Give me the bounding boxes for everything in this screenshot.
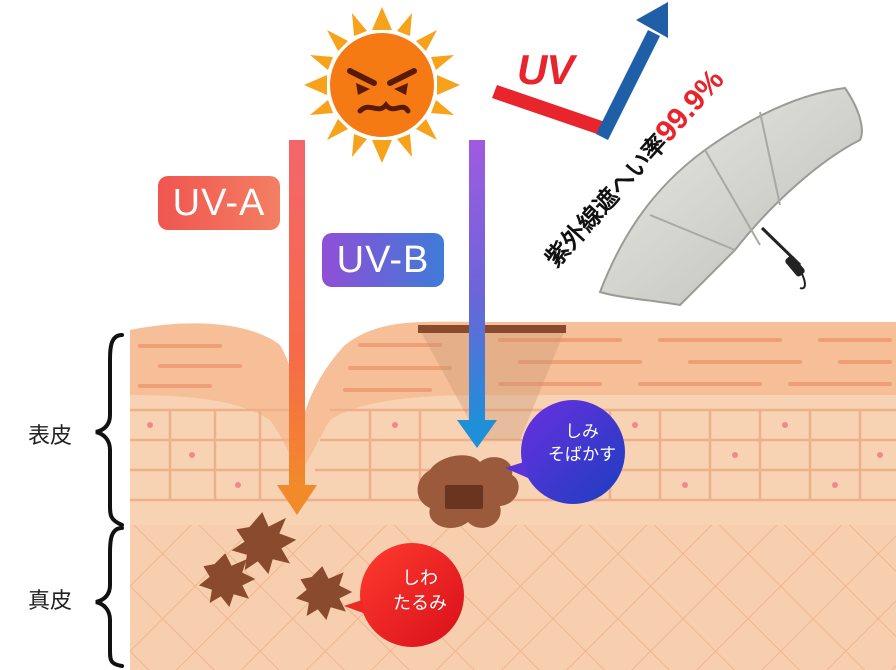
damaged-fibroblast-icon — [198, 512, 353, 621]
dermis-label: 真皮 — [28, 589, 73, 614]
wrinkles-callout-text: しわ たるみ — [370, 566, 470, 616]
angry-sun-icon — [304, 7, 460, 163]
melanin-shadow — [420, 330, 565, 440]
uv-badge-text: UV — [517, 46, 574, 93]
corneum-lines — [138, 338, 892, 392]
uva-label: UV-A — [158, 176, 280, 230]
epidermis-layer — [130, 321, 896, 525]
folding-umbrella-icon — [598, 86, 863, 307]
uv-protection-arrow-icon — [492, 2, 668, 140]
spots-callout-text: しみ そばかす — [532, 421, 632, 467]
uvb-ray — [457, 140, 497, 448]
uvb-label: UV-B — [322, 233, 444, 287]
spots-callout — [505, 400, 625, 504]
wrinkles-line-1: しわ — [402, 568, 438, 589]
epidermis-label: 表皮 — [28, 424, 73, 449]
melanin-spot-icon — [417, 455, 519, 528]
spots-line-2: そばかす — [547, 445, 617, 465]
wrinkles-callout — [344, 543, 464, 647]
layer-braces — [95, 333, 124, 668]
spots-line-1: しみ — [565, 422, 599, 442]
uva-ray — [277, 140, 317, 515]
wrinkles-line-2: たるみ — [393, 593, 447, 614]
surface-spot — [418, 325, 566, 333]
